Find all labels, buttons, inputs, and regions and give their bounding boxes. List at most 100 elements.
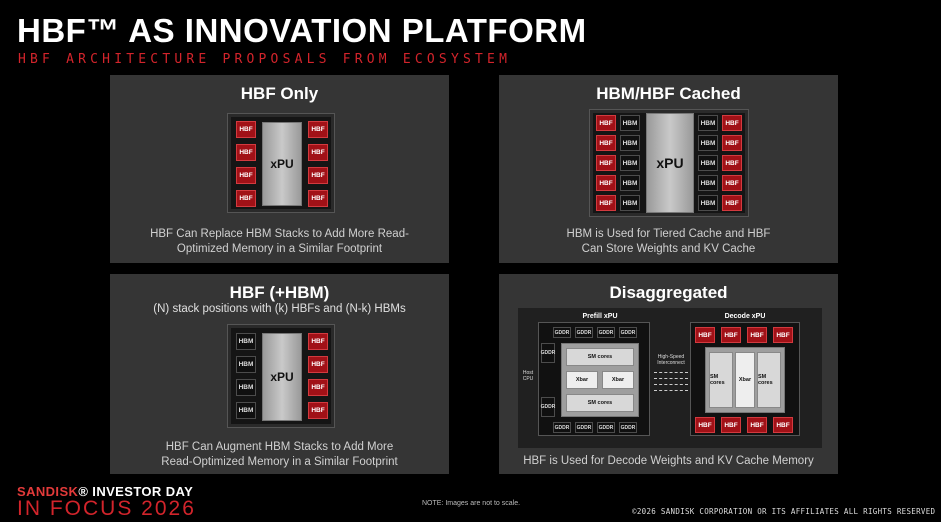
caption-line: Optimized Memory in a Similar Footprint <box>176 243 383 255</box>
xpu-die: xPU <box>262 122 302 206</box>
panel-caption: HBF Can Replace HBM Stacks to Add More R… <box>110 227 449 257</box>
chip-label: GDDR <box>598 424 614 431</box>
hbm-chip: HBM <box>236 379 256 396</box>
gddr-chip: GDDR <box>541 397 555 417</box>
chip-label: HBF <box>599 119 613 127</box>
brand-event: ® INVESTOR DAY <box>78 484 194 499</box>
sm-cores-block: SM cores <box>709 352 733 408</box>
hbm-chip: HBM <box>620 175 640 191</box>
panel-caption: HBF is Used for Decode Weights and KV Ca… <box>523 455 814 467</box>
chip-label: HBM <box>700 139 716 147</box>
chip-label: HBF <box>311 407 325 414</box>
gddr-chip: GDDR <box>575 422 593 433</box>
hbm-chip: HBM <box>236 356 256 373</box>
hbf-chip: HBF <box>308 190 328 207</box>
sm-label: SM cores <box>587 400 613 406</box>
sm-label: SM cores <box>587 354 613 360</box>
hbm-chip: HBM <box>698 155 718 171</box>
chip-label: HBM <box>700 199 716 207</box>
scale-note: NOTE: Images are not to scale. <box>422 500 521 507</box>
chip-label: GDDR <box>620 329 636 336</box>
xbar-label: Xbar <box>575 377 589 383</box>
hbf-chip: HBF <box>236 121 256 138</box>
hbf-chip: HBF <box>722 135 742 151</box>
gddr-chip: GDDR <box>619 327 637 338</box>
gddr-chip: GDDR <box>597 422 615 433</box>
hbf-chip: HBF <box>308 379 328 396</box>
hbf-chip: HBF <box>308 144 328 161</box>
chip-label: GDDR <box>540 404 556 410</box>
panel-caption: HBM is Used for Tiered Cache and HBF Can… <box>499 227 838 257</box>
prefill-label: Prefill xPU <box>582 313 618 320</box>
panel-hbm-hbf-cached: HBM/HBF Cached xPU HBF HBF HBF HBF HBF H… <box>499 75 838 263</box>
chip-label: HBF <box>724 421 738 429</box>
chip-label: HBF <box>239 126 253 133</box>
chip-label: GDDR <box>554 329 570 336</box>
xbar-label: Xbar <box>611 377 625 383</box>
caption-line: HBF Can Replace HBM Stacks to Add More R… <box>150 228 409 240</box>
chip-label: HBF <box>725 199 739 207</box>
chip-label: HBF <box>599 159 613 167</box>
hbf-chip: HBF <box>773 327 793 343</box>
chip-label: HBF <box>750 331 764 339</box>
hbf-chip: HBF <box>721 327 741 343</box>
chip-label: HBF <box>776 331 790 339</box>
package-diagram: xPU HBF HBF HBF HBF HBF HBF HBF HBF <box>227 113 335 213</box>
interconnect-link <box>654 390 688 391</box>
chip-label: HBM <box>622 199 638 207</box>
hbf-chip: HBF <box>695 417 715 433</box>
xbar-block: Xbar <box>602 371 634 389</box>
chip-label: GDDR <box>576 329 592 336</box>
hbf-chip: HBF <box>308 333 328 350</box>
chip-label: HBM <box>238 384 254 391</box>
sm-cores-block: SM cores <box>566 394 634 412</box>
sm-cores-block: SM cores <box>566 348 634 366</box>
gddr-chip: GDDR <box>619 422 637 433</box>
hbm-chip: HBM <box>620 135 640 151</box>
chip-label: HBF <box>311 126 325 133</box>
hbm-chip: HBM <box>620 195 640 211</box>
hbf-chip: HBF <box>695 327 715 343</box>
panel-disaggregated: Disaggregated Prefill xPU GDDR GDDR GDDR… <box>499 274 838 474</box>
hbm-chip: HBM <box>236 402 256 419</box>
decode-die: SM cores Xbar SM cores <box>705 347 785 413</box>
chip-label: HBF <box>311 338 325 345</box>
hbm-chip: HBM <box>698 175 718 191</box>
hbf-chip: HBF <box>236 144 256 161</box>
chip-label: HBF <box>724 331 738 339</box>
hbf-chip: HBF <box>596 195 616 211</box>
sm-label: SM cores <box>758 374 773 386</box>
chip-label: HBM <box>622 139 638 147</box>
hbf-chip: HBF <box>722 195 742 211</box>
package-diagram: xPU HBM HBM HBM HBM HBF HBF HBF HBF <box>227 324 335 428</box>
chip-label: HBM <box>238 407 254 414</box>
chip-label: HBF <box>698 421 712 429</box>
tagline: IN FOCUS 2026 <box>17 497 196 520</box>
sm-label: SM cores <box>710 374 725 386</box>
package-diagram: xPU HBF HBF HBF HBF HBF HBM HBM HBM HBM … <box>589 109 749 217</box>
panel-hbf-only: HBF Only xPU HBF HBF HBF HBF HBF HBF HBF… <box>110 75 449 263</box>
hbf-chip: HBF <box>596 135 616 151</box>
panel-title: HBM/HBF Cached <box>596 84 741 103</box>
chip-label: HBF <box>239 149 253 156</box>
xpu-die: xPU <box>262 333 302 421</box>
chip-label: HBF <box>599 139 613 147</box>
caption-line: Read-Optimized Memory in a Similar Footp… <box>161 456 398 468</box>
hbf-chip: HBF <box>721 417 741 433</box>
panel-caption: HBF Can Augment HBM Stacks to Add More R… <box>110 440 449 470</box>
gddr-chip: GDDR <box>575 327 593 338</box>
hbf-chip: HBF <box>722 115 742 131</box>
chip-label: HBF <box>311 195 325 202</box>
caption-line: HBM is Used for Tiered Cache and HBF <box>566 228 771 240</box>
chip-label: GDDR <box>540 350 556 356</box>
xpu-label: xPU <box>270 157 294 171</box>
chip-label: HBM <box>622 179 638 187</box>
hbf-chip: HBF <box>236 167 256 184</box>
chip-label: HBF <box>239 172 253 179</box>
panel-title: HBF (+HBM) <box>229 283 330 302</box>
chip-label: GDDR <box>620 424 636 431</box>
chip-label: HBM <box>622 119 638 127</box>
hbf-chip: HBF <box>308 402 328 419</box>
gddr-chip: GDDR <box>597 327 615 338</box>
gddr-chip: GDDR <box>541 343 555 363</box>
